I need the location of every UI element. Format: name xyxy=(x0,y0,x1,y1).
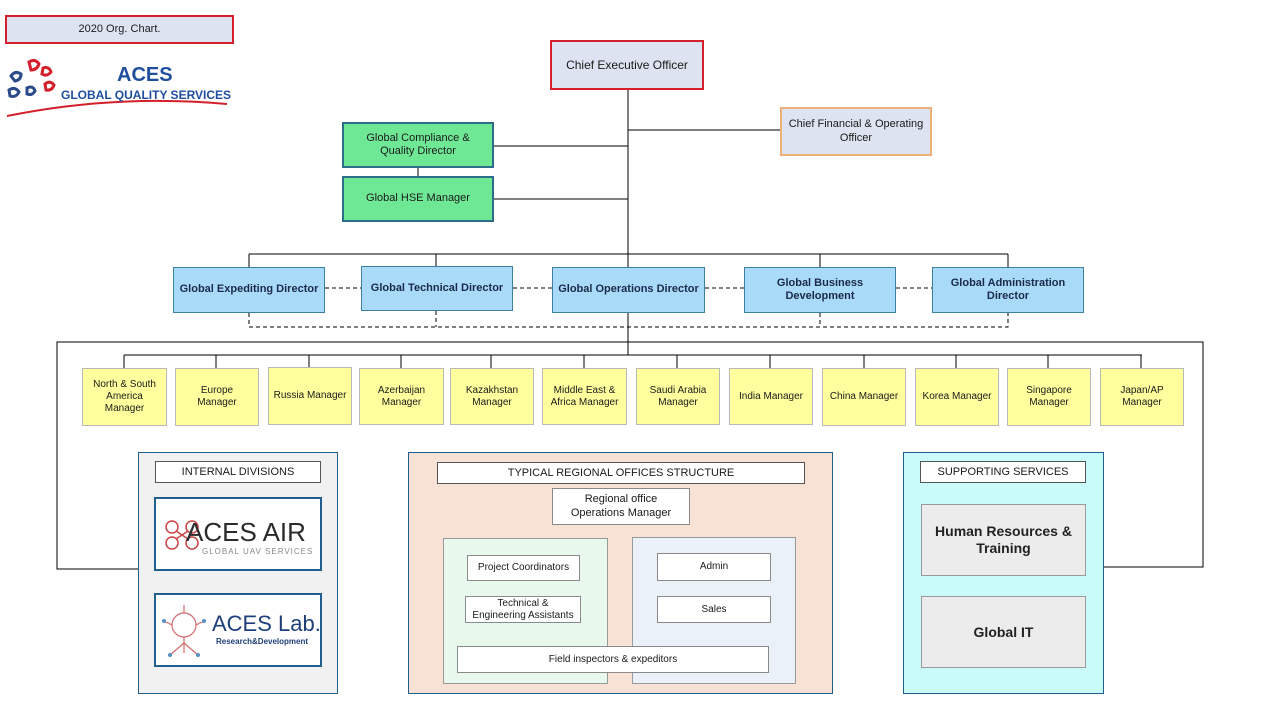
manager-europe: Europe Manager xyxy=(175,368,259,426)
chart-title: 2020 Org. Chart. xyxy=(5,15,234,44)
regional-offices-heading: TYPICAL REGIONAL OFFICES STRUCTURE xyxy=(437,462,805,484)
manager-korea: Korea Manager xyxy=(915,368,999,426)
manager-north-south-america: North & South America Manager xyxy=(82,368,167,426)
director-operations: Global Operations Director xyxy=(552,267,705,313)
compliance-director-box: Global Compliance & Quality Director xyxy=(342,122,494,168)
lightbulb-icon xyxy=(162,605,206,657)
internal-divisions-panel: INTERNAL DIVISIONS ACES AIR GLOBAL UAV S… xyxy=(138,452,338,694)
manager-saudi-arabia: Saudi Arabia Manager xyxy=(636,368,720,425)
admin-box: Admin xyxy=(657,553,771,581)
manager-singapore: Singapore Manager xyxy=(1007,368,1091,426)
ceo-box: Chief Executive Officer xyxy=(550,40,704,90)
supporting-services-heading: SUPPORTING SERVICES xyxy=(920,461,1086,483)
aces-lab-subtext: Research&Development xyxy=(216,637,309,646)
aces-air-subtext: GLOBAL UAV SERVICES xyxy=(202,547,314,556)
manager-azerbaijan: Azerbaijan Manager xyxy=(359,368,444,425)
manager-china: China Manager xyxy=(822,368,906,426)
project-coordinators-box: Project Coordinators xyxy=(467,555,580,581)
director-administration: Global Administration Director xyxy=(932,267,1084,313)
manager-kazakhstan: Kazakhstan Manager xyxy=(450,368,534,425)
manager-russia: Russia Manager xyxy=(268,367,352,425)
manager-middle-east-africa: Middle East & Africa Manager xyxy=(542,368,627,425)
cfo-box: Chief Financial & Operating Officer xyxy=(780,107,932,156)
aces-lab-logo: ACES Lab. Research&Development xyxy=(154,593,322,667)
sales-box: Sales xyxy=(657,596,771,623)
aces-air-text: ACES AIR xyxy=(186,517,306,547)
company-logo: ACES GLOBAL QUALITY SERVICES xyxy=(5,56,232,120)
technical-assistants-box: Technical & Engineering Assistants xyxy=(465,596,581,623)
director-business-development: Global Business Development xyxy=(744,267,896,313)
director-expediting: Global Expediting Director xyxy=(173,267,325,313)
global-it-box: Global IT xyxy=(921,596,1086,668)
field-inspectors-box: Field inspectors & expeditors xyxy=(457,646,769,673)
hr-training-box: Human Resources & Training xyxy=(921,504,1086,576)
drone-icon xyxy=(165,520,199,550)
aces-lab-text: ACES Lab. xyxy=(212,611,321,636)
logo-emblem-icon xyxy=(6,58,228,117)
logo-main-text: ACES xyxy=(117,64,173,86)
manager-india: India Manager xyxy=(729,368,813,425)
logo-sub-text: GLOBAL QUALITY SERVICES xyxy=(61,88,232,102)
hse-manager-box: Global HSE Manager xyxy=(342,176,494,222)
internal-divisions-heading: INTERNAL DIVISIONS xyxy=(155,461,321,483)
aces-air-logo: ACES AIR GLOBAL UAV SERVICES xyxy=(154,497,322,571)
manager-japan-ap: Japan/AP Manager xyxy=(1100,368,1184,426)
regional-manager-box: Regional office Operations Manager xyxy=(552,488,690,525)
director-technical: Global Technical Director xyxy=(361,266,513,311)
